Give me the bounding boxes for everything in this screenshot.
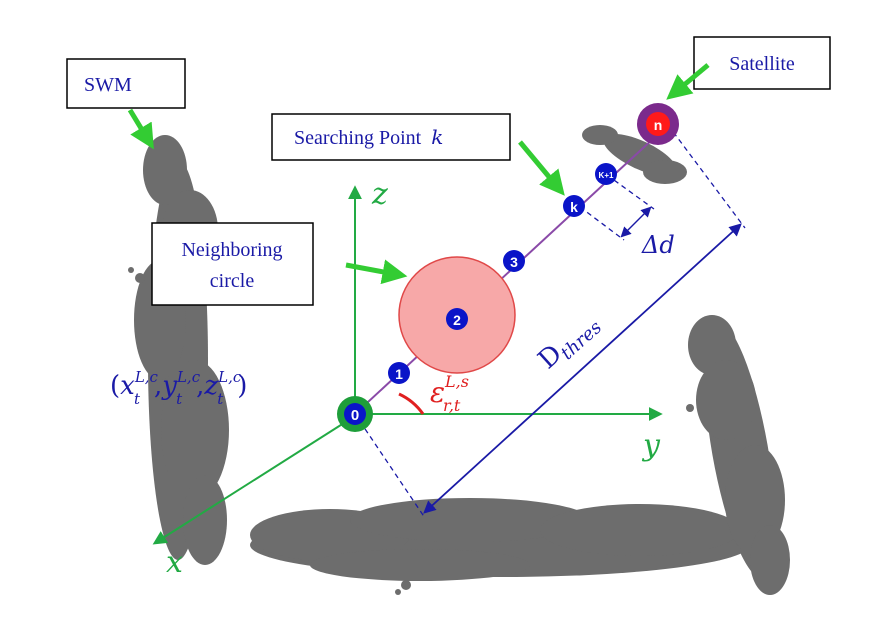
satellite-callout-arrow [666, 63, 710, 100]
point-k-plus-1: K+1 [595, 163, 617, 185]
x-axis [152, 415, 356, 545]
swm-label-box: SWM [66, 58, 186, 109]
svg-text:1: 1 [395, 366, 403, 382]
point-1: 1 [388, 362, 410, 384]
satellite-point-n: n [637, 103, 679, 145]
neighboring-label-line1: Neighboring [181, 239, 282, 261]
point-k: k [563, 195, 585, 217]
neighboring-callout-arrow [345, 259, 408, 285]
svg-text:0: 0 [351, 407, 359, 424]
swm-callout-arrow [127, 108, 154, 150]
d-thres-label: Dthres [533, 307, 606, 378]
svg-text:n: n [654, 117, 663, 133]
neighboring-circle-label-box: Neighboring circle [151, 222, 314, 306]
searching-point-label-box: Searching Point k [271, 113, 511, 161]
svg-text:2: 2 [453, 312, 461, 328]
callout-arrows [127, 63, 710, 285]
delta-d-arrow [620, 206, 652, 238]
cloud-satellite [582, 125, 687, 184]
z-axis-label: z [371, 177, 388, 212]
searching-point-label: Searching Point k [294, 125, 443, 149]
delta-d-label: Δd [641, 231, 675, 259]
point-3: 3 [503, 250, 525, 272]
epsilon-angle-arc [398, 392, 425, 415]
point-2: 2 [446, 308, 468, 330]
satellite-label-box: Satellite [693, 36, 831, 90]
point-0: 0 [337, 396, 373, 432]
cloud-bottom [250, 498, 750, 595]
satellite-label: Satellite [729, 53, 795, 75]
svg-text:K+1: K+1 [599, 171, 614, 180]
x-axis-label: x [166, 545, 183, 580]
neighboring-label-line2: circle [210, 270, 255, 292]
svg-text:k: k [570, 199, 578, 215]
searching-point-callout-arrow [518, 140, 565, 196]
svg-text:3: 3 [510, 254, 518, 270]
y-axis-label: y [641, 428, 661, 463]
d-thres-arrow [423, 223, 742, 514]
swm-label: SWM [84, 74, 132, 96]
cloud-left [128, 135, 229, 565]
